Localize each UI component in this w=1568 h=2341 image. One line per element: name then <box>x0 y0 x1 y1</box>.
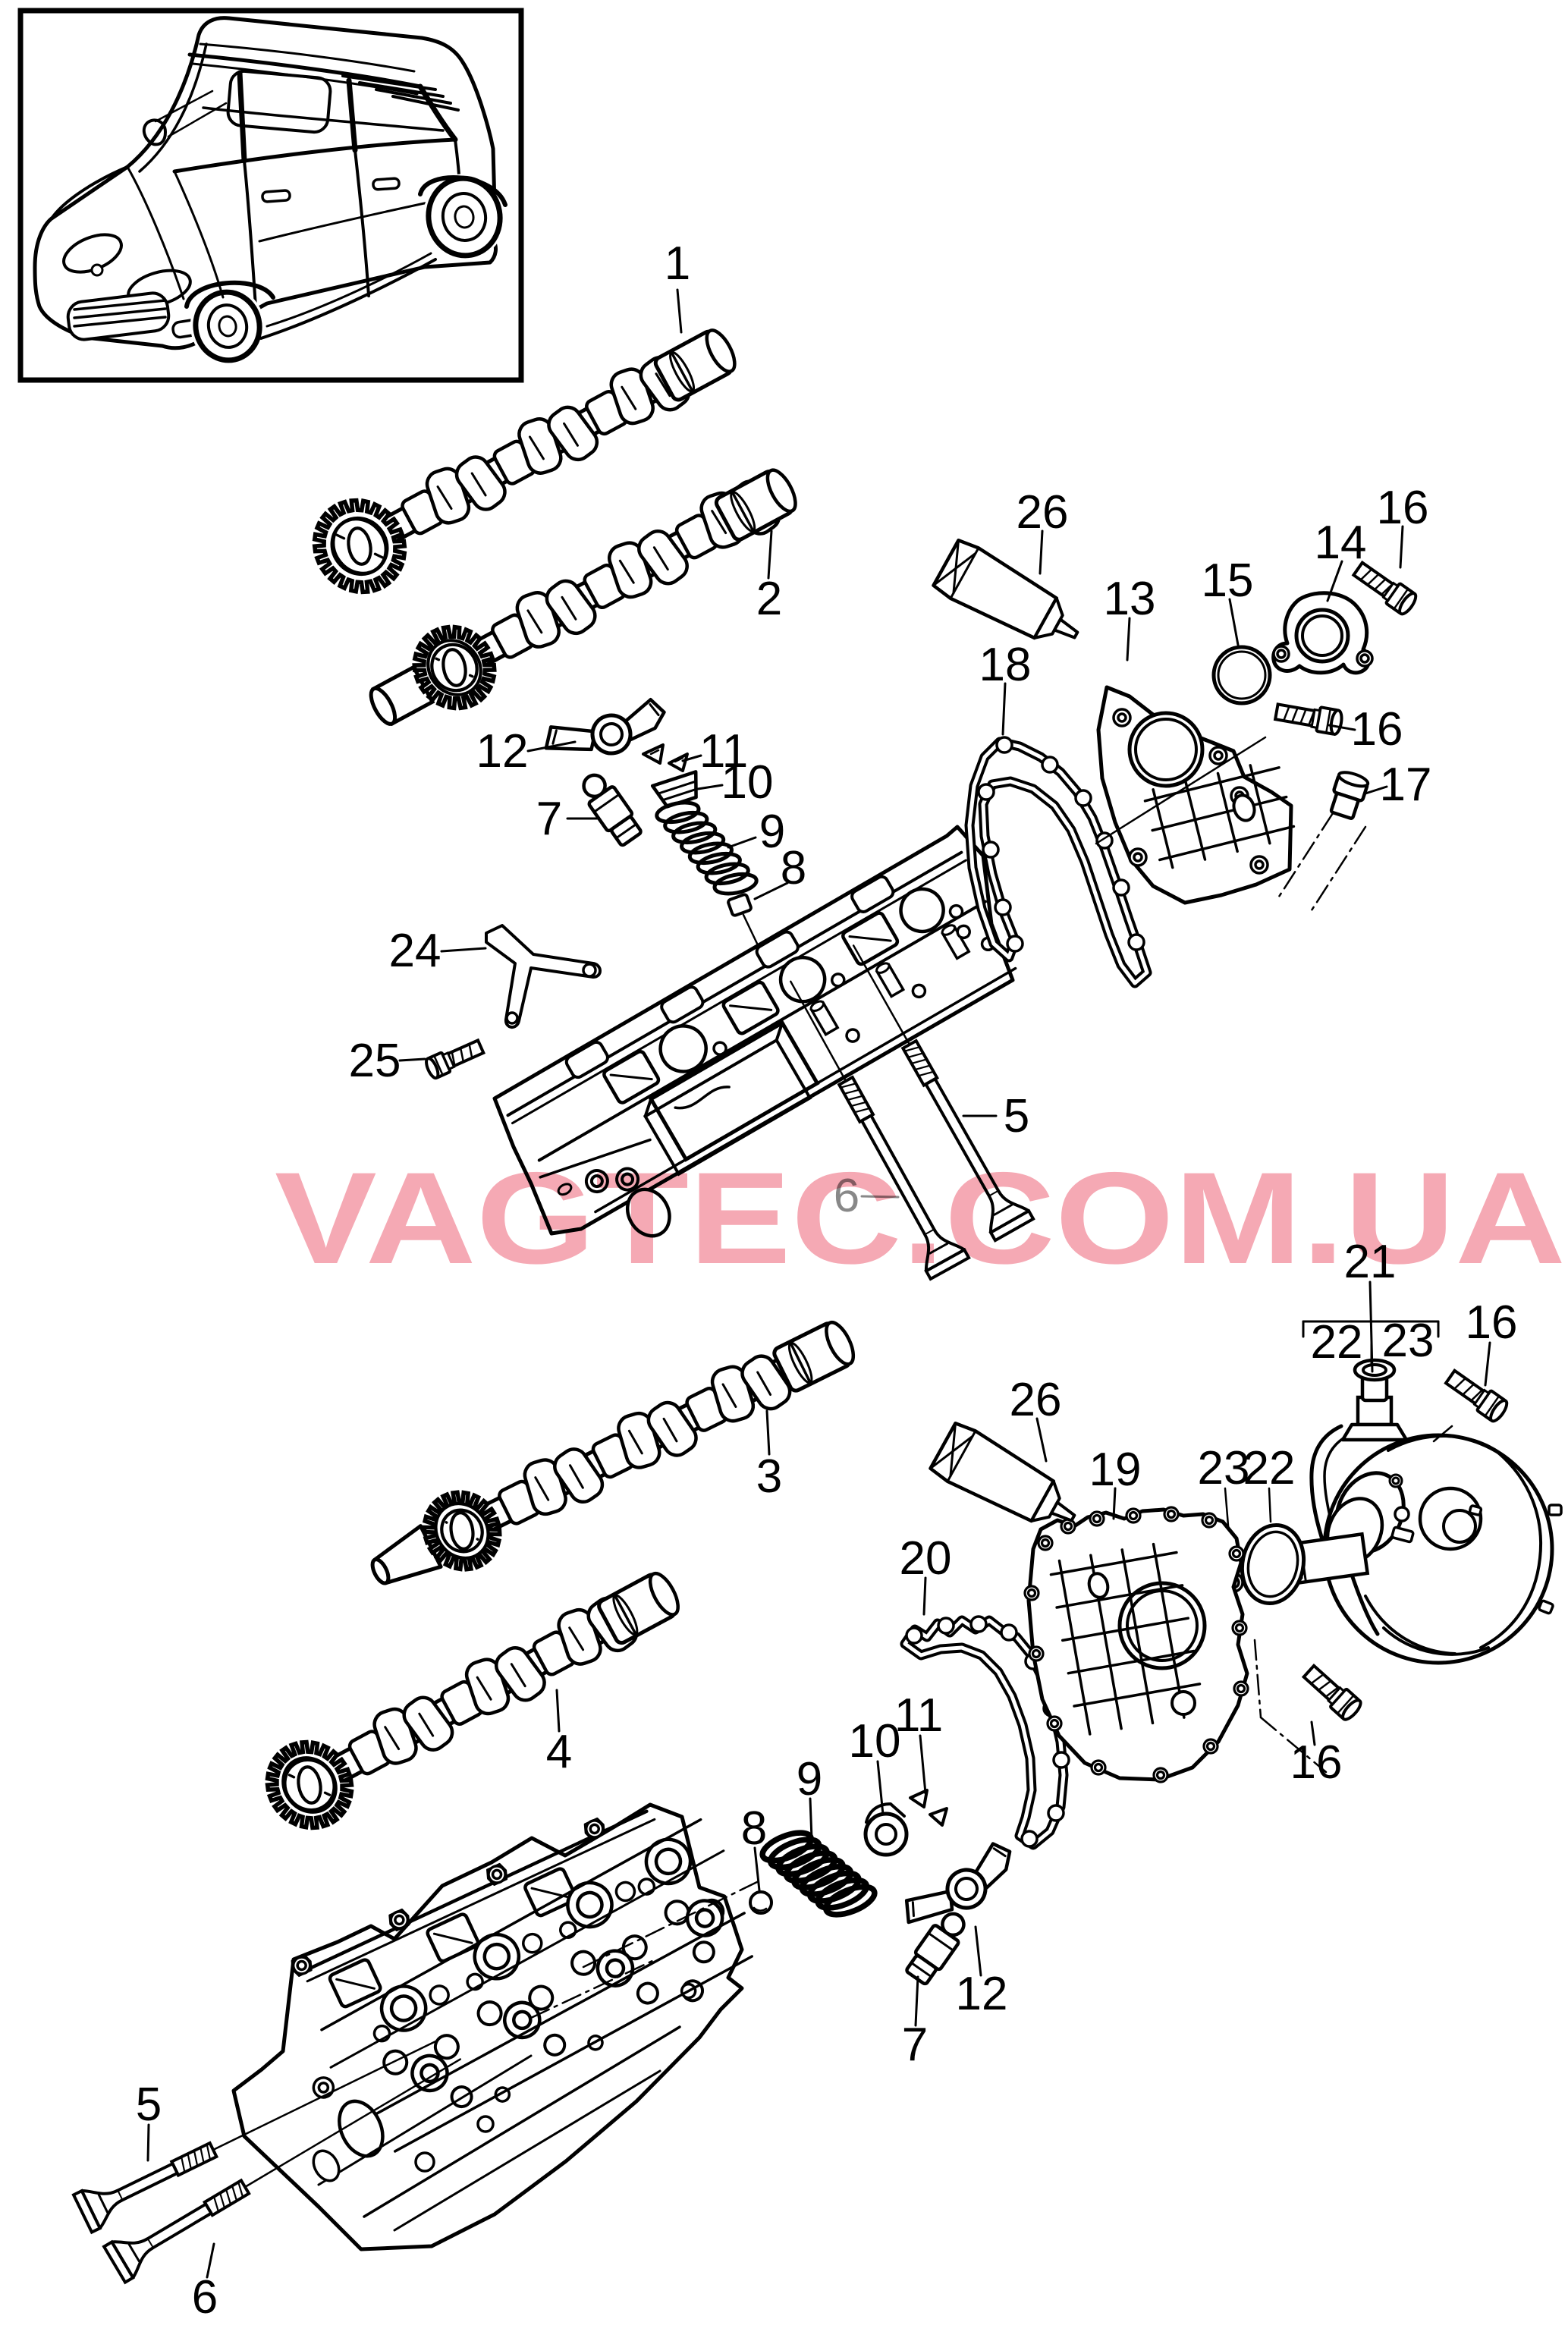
svg-text:8: 8 <box>781 842 806 894</box>
svg-text:14: 14 <box>1315 517 1367 569</box>
svg-text:12: 12 <box>476 725 529 778</box>
svg-text:22: 22 <box>1243 1442 1296 1494</box>
svg-text:11: 11 <box>894 1689 943 1742</box>
svg-text:7: 7 <box>536 793 562 845</box>
svg-text:1: 1 <box>665 237 690 290</box>
svg-text:6: 6 <box>192 2271 218 2324</box>
svg-text:25: 25 <box>349 1035 401 1087</box>
svg-text:5: 5 <box>1004 1090 1029 1142</box>
svg-text:24: 24 <box>389 925 441 977</box>
svg-text:15: 15 <box>1202 555 1254 607</box>
svg-text:16: 16 <box>1290 1736 1343 1789</box>
svg-text:26: 26 <box>1010 1374 1062 1426</box>
svg-text:10: 10 <box>721 756 774 809</box>
svg-text:16: 16 <box>1466 1296 1518 1349</box>
svg-text:2: 2 <box>756 573 782 625</box>
svg-text:4: 4 <box>546 1726 572 1778</box>
svg-text:17: 17 <box>1380 759 1432 811</box>
svg-text:22: 22 <box>1311 1316 1363 1368</box>
svg-text:5: 5 <box>136 2079 162 2131</box>
svg-text:3: 3 <box>756 1450 782 1503</box>
svg-text:10: 10 <box>849 1715 901 1768</box>
svg-text:16: 16 <box>1351 703 1403 756</box>
svg-text:9: 9 <box>797 1753 822 1805</box>
svg-text:7: 7 <box>902 2019 928 2071</box>
svg-text:VAGTEC.COM.UA: VAGTEC.COM.UA <box>275 1145 1566 1291</box>
svg-text:23: 23 <box>1382 1315 1434 1367</box>
svg-text:23: 23 <box>1198 1442 1250 1494</box>
